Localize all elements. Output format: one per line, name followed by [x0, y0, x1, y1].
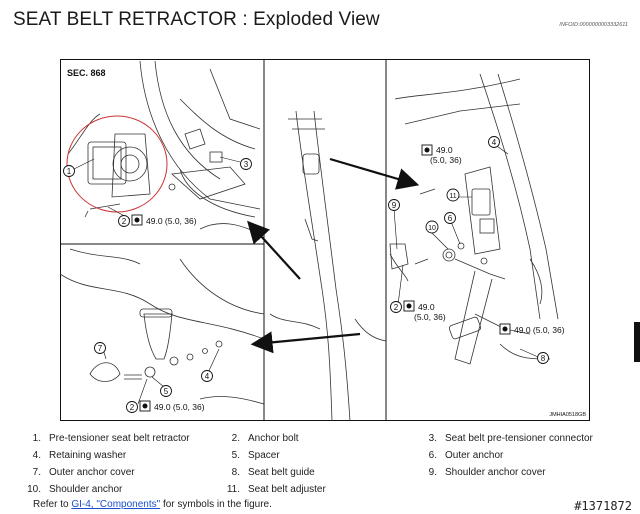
- pillar-drawing: [269, 110, 387, 421]
- callout-8: 8: [537, 352, 549, 364]
- arrow-to-retractor: [247, 220, 301, 280]
- svg-text:(5.0, 36): (5.0, 36): [430, 155, 462, 165]
- svg-text:10: 10: [428, 225, 436, 232]
- torque-labels: 49.0 (5.0, 36) 49.0 (5.0, 36) 49.0 (5.0,…: [131, 144, 565, 412]
- callout-10: 10: [425, 220, 439, 234]
- exploded-view-figure: SEC. 868: [60, 59, 590, 421]
- callout-2b: 2: [126, 401, 138, 413]
- document-id-stamp: #1371872: [574, 499, 632, 513]
- direction-arrows: [247, 157, 420, 354]
- callout-4b: 4: [488, 136, 500, 148]
- reference-note: Refer to GI-4, "Components" for symbols …: [33, 499, 272, 510]
- svg-text:9: 9: [392, 201, 397, 210]
- svg-text:49.0: 49.0: [418, 302, 435, 312]
- figure-code: JMHIA0518GB: [549, 412, 586, 418]
- callout-7: 7: [94, 342, 106, 354]
- svg-text:2: 2: [122, 217, 127, 226]
- callout-2a: 2: [118, 215, 130, 227]
- callout-4a: 4: [201, 370, 213, 382]
- shoulder-drawing: [389, 73, 559, 365]
- svg-text:2: 2: [394, 303, 399, 312]
- components-link[interactable]: GI-4, "Components": [71, 499, 161, 510]
- legend-row: 1.Pre-tensioner seat belt retractor 2.An…: [32, 433, 593, 444]
- callout-3: 3: [240, 158, 252, 170]
- svg-text:49.0 (5.0, 36): 49.0 (5.0, 36): [154, 402, 205, 412]
- svg-text:2: 2: [130, 403, 135, 412]
- svg-text:7: 7: [98, 344, 103, 353]
- legend-row: 10.Shoulder anchor 11.Seat belt adjuster: [27, 484, 326, 495]
- svg-text:3: 3: [244, 160, 249, 169]
- arrow-to-outer-anchor: [250, 331, 361, 354]
- svg-text:5: 5: [164, 387, 169, 396]
- svg-text:49.0: 49.0: [436, 145, 453, 155]
- info-id: INFOID:0000000003332611: [559, 22, 628, 28]
- callouts: 1 2 3 7 5 4 2 9 10 6 11 4 8 2: [63, 136, 549, 413]
- legend-row: 4.Retaining washer 5.Spacer 6.Outer anch…: [32, 450, 504, 461]
- svg-text:8: 8: [541, 354, 546, 363]
- callout-9: 9: [388, 199, 400, 211]
- svg-text:(5.0, 36): (5.0, 36): [414, 312, 446, 322]
- callout-1: 1: [63, 165, 75, 177]
- svg-text:11: 11: [449, 193, 456, 200]
- edge-tab-marker: [634, 322, 640, 362]
- outer-anchor-drawing: [60, 248, 265, 405]
- callout-11: 11: [446, 188, 460, 202]
- section-label: SEC. 868: [67, 68, 106, 78]
- leader-lines: [73, 143, 539, 405]
- callout-6: 6: [444, 212, 456, 224]
- svg-text:4: 4: [205, 372, 210, 381]
- svg-text:49.0 (5.0, 36): 49.0 (5.0, 36): [514, 325, 565, 335]
- refer-prefix: Refer to: [33, 499, 72, 510]
- svg-text:4: 4: [492, 138, 497, 147]
- page-title: SEAT BELT RETRACTOR : Exploded View: [13, 9, 380, 30]
- svg-text:6: 6: [448, 214, 453, 223]
- retractor-highlight-ring: [66, 115, 168, 213]
- figure-frame: [60, 59, 590, 421]
- svg-text:1: 1: [67, 167, 72, 176]
- callout-2c: 2: [390, 301, 402, 313]
- arrow-to-shoulder: [329, 157, 420, 190]
- legend-row: 7.Outer anchor cover 8.Seat belt guide 9…: [32, 467, 546, 478]
- svg-text:49.0 (5.0, 36): 49.0 (5.0, 36): [146, 216, 197, 226]
- refer-suffix: for symbols in the figure.: [160, 499, 272, 510]
- callout-5: 5: [160, 385, 172, 397]
